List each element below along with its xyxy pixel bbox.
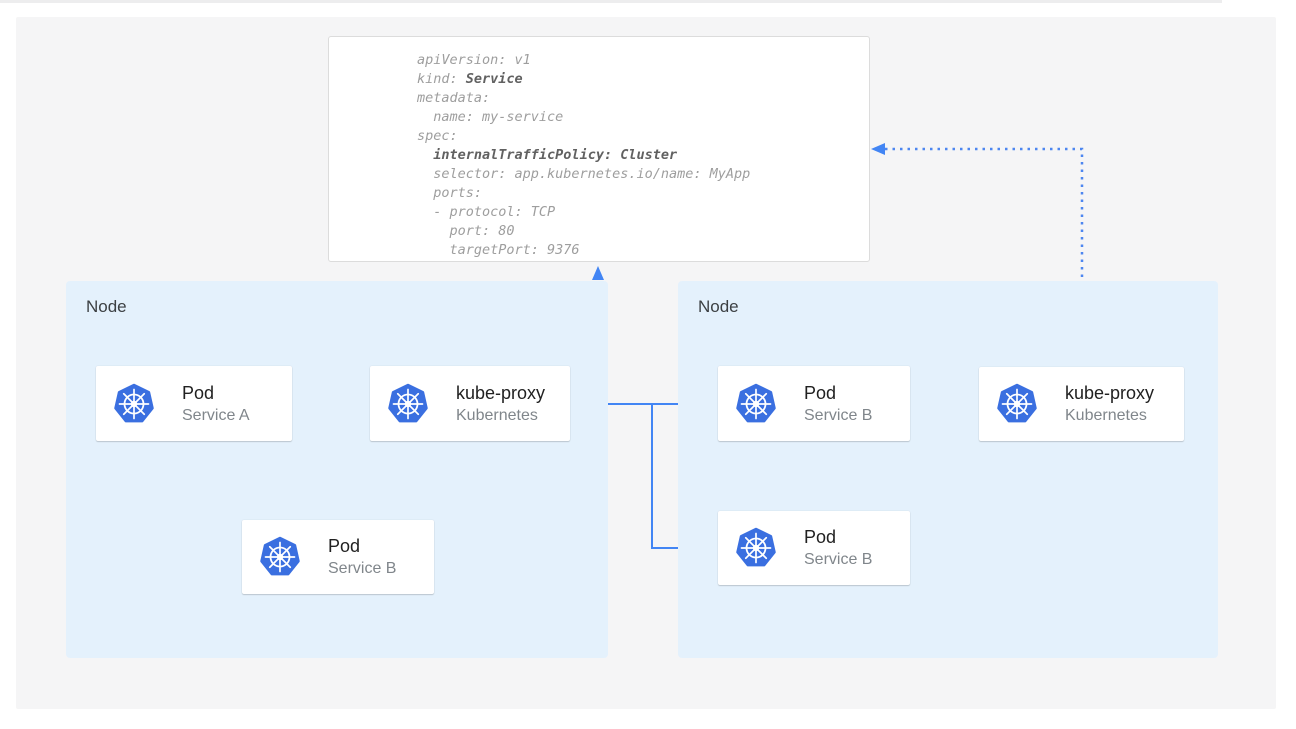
service-yaml-box: apiVersion: v1 kind: Service metadata: n… (328, 36, 870, 262)
code-line: targetPort: 9376 (417, 242, 580, 258)
code-line: port: 80 (417, 223, 515, 239)
code-line: ports: (417, 185, 483, 201)
card-title: kube-proxy (1065, 383, 1155, 403)
node-right: Node (678, 281, 1218, 658)
kubernetes-icon (114, 383, 154, 422)
kubernetes-icon (997, 383, 1037, 423)
code-line: selector: app.kubernetes.io/name: MyApp (417, 166, 751, 182)
code-line: kind: Service (417, 71, 523, 87)
code-line: - protocol: TCP (417, 204, 556, 220)
kubernetes-icon (388, 383, 428, 422)
card-subtitle: Kubernetes (456, 406, 538, 424)
code-line: spec: (417, 128, 458, 144)
card-pod-service-a: Pod Service A (96, 366, 292, 441)
card-subtitle: Kubernetes (1065, 407, 1147, 424)
card-title: kube-proxy (456, 382, 546, 403)
card-subtitle: Service A (182, 406, 250, 424)
card-kube-proxy-left: kube-proxy Kubernetes (370, 366, 570, 441)
card-subtitle: Service B (804, 551, 873, 568)
card-pod-service-b-left: Pod Service B (242, 520, 434, 594)
code-line: name: my-service (417, 109, 564, 125)
kubernetes-icon (736, 383, 776, 422)
node-left-label: Node (86, 297, 127, 316)
node-right-label: Node (698, 297, 739, 316)
node-left: Node (66, 281, 608, 658)
card-title: Pod (182, 382, 215, 403)
kubernetes-icon (736, 527, 776, 567)
card-subtitle: Service B (804, 406, 873, 424)
page-top-divider (0, 0, 1222, 3)
card-subtitle: Service B (328, 560, 397, 577)
card-pod-service-b-right-top: Pod Service B (718, 366, 910, 441)
card-title: Pod (804, 382, 837, 403)
kubernetes-icon (260, 536, 300, 576)
code-line: internalTrafficPolicy: Cluster (433, 147, 678, 163)
code-line: metadata: (417, 90, 491, 106)
card-pod-service-b-right-bottom: Pod Service B (718, 511, 910, 585)
card-kube-proxy-right: kube-proxy Kubernetes (979, 367, 1184, 441)
card-title: Pod (328, 536, 361, 556)
card-title: Pod (804, 527, 837, 547)
code-line: apiVersion: v1 (417, 52, 531, 68)
